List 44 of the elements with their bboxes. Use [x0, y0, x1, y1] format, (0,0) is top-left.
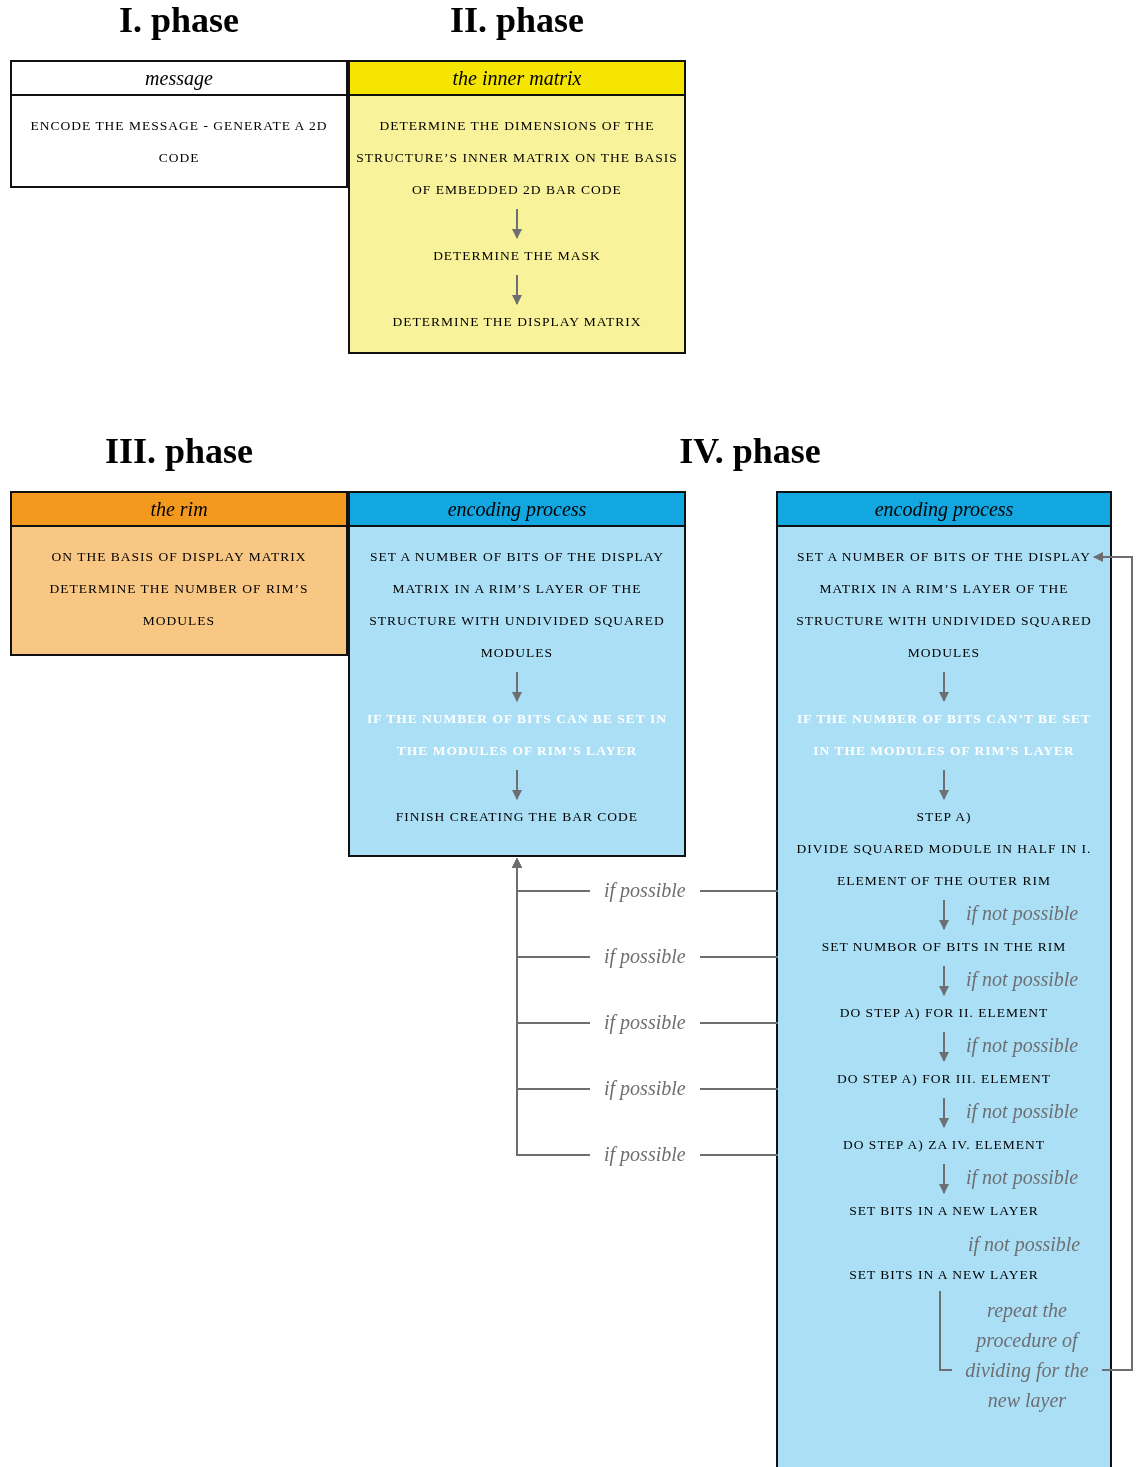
condition-text: IF THE NUMBER OF BITS CAN’T BE SET IN THE MODULES OF RIM’S LAYER: [788, 703, 1100, 767]
arrow: [939, 1163, 949, 1194]
step-text: SET NUMBOR OF BITS IN THE RIM: [778, 931, 1110, 963]
step-text: FINISH CREATING THE BAR CODE: [350, 801, 684, 855]
step-text: DIVIDE SQUARED MODULE IN HALF IN I. ELEMENT OF THE OUTER RIM: [795, 840, 1093, 890]
arrow: [939, 1097, 949, 1128]
phase-heading: II. phase: [448, 0, 586, 42]
condition-label: if not possible: [966, 901, 1079, 927]
arrow: [512, 769, 522, 800]
panel-header: encoding process: [350, 493, 684, 527]
panel-header: the inner matrix: [350, 62, 684, 96]
arrow: [939, 1031, 949, 1062]
step-text: DO STEP A) FOR III. ELEMENT: [778, 1063, 1110, 1095]
phase-heading: I. phase: [117, 0, 240, 42]
step-text: SET A NUMBER OF BITS OF THE DISPLAY MATRIX IN A RIM’S LAYER OF THE STRUCTURE WITH UNDIVIDED SQUARED MODULES: [354, 541, 680, 669]
arrow: [512, 208, 522, 239]
condition-text: IF THE NUMBER OF BITS CAN BE SET IN THE MODULES OF RIM’S LAYER: [350, 703, 684, 767]
arrow: [512, 671, 522, 702]
condition-label: if not possible: [966, 1033, 1079, 1059]
step-text: DETERMINE THE DISPLAY MATRIX: [350, 306, 684, 338]
step-text: SET BITS IN A NEW LAYER: [778, 1259, 1110, 1291]
phase-panel: [348, 491, 686, 857]
step-text: DETERMINE THE DIMENSIONS OF THE STRUCTURE’S INNER MATRIX ON THE BASIS OF EMBEDDED 2D BAR CODE: [356, 110, 678, 206]
panel-header: encoding process: [778, 493, 1110, 527]
arrow: [512, 274, 522, 305]
step-text: ON THE BASIS OF DISPLAY MATRIX DETERMINE THE NUMBER OF RIM’S MODULES: [18, 541, 340, 637]
arrow: [939, 899, 949, 930]
arrow: [939, 671, 949, 702]
arrow: [939, 769, 949, 800]
phase-heading: III. phase: [103, 430, 255, 473]
condition-label: if not possible: [966, 1099, 1079, 1125]
step-text: DO STEP A) FOR II. ELEMENT: [778, 997, 1110, 1029]
step-text: STEP A): [915, 808, 973, 826]
step-text: DETERMINE THE MASK: [350, 240, 684, 272]
condition-label: if not possible: [966, 967, 1079, 993]
step-text: SET A NUMBER OF BITS OF THE DISPLAY MATRIX IN A RIM’S LAYER OF THE STRUCTURE WITH UNDIVIDED SQUARED MODULES: [796, 541, 1092, 669]
step-text: ENCODE THE MESSAGE - GENERATE A 2D CODE: [20, 110, 338, 174]
condition-note: if not possible: [968, 1232, 1082, 1258]
step-text: DO STEP A) ZA IV. ELEMENT: [778, 1129, 1110, 1161]
condition-label: if not possible: [966, 1165, 1079, 1191]
step-text: SET BITS IN A NEW LAYER: [778, 1195, 1110, 1227]
arrow: [939, 965, 949, 996]
phase-heading: IV. phase: [678, 430, 822, 473]
panel-header: the rim: [12, 493, 346, 527]
